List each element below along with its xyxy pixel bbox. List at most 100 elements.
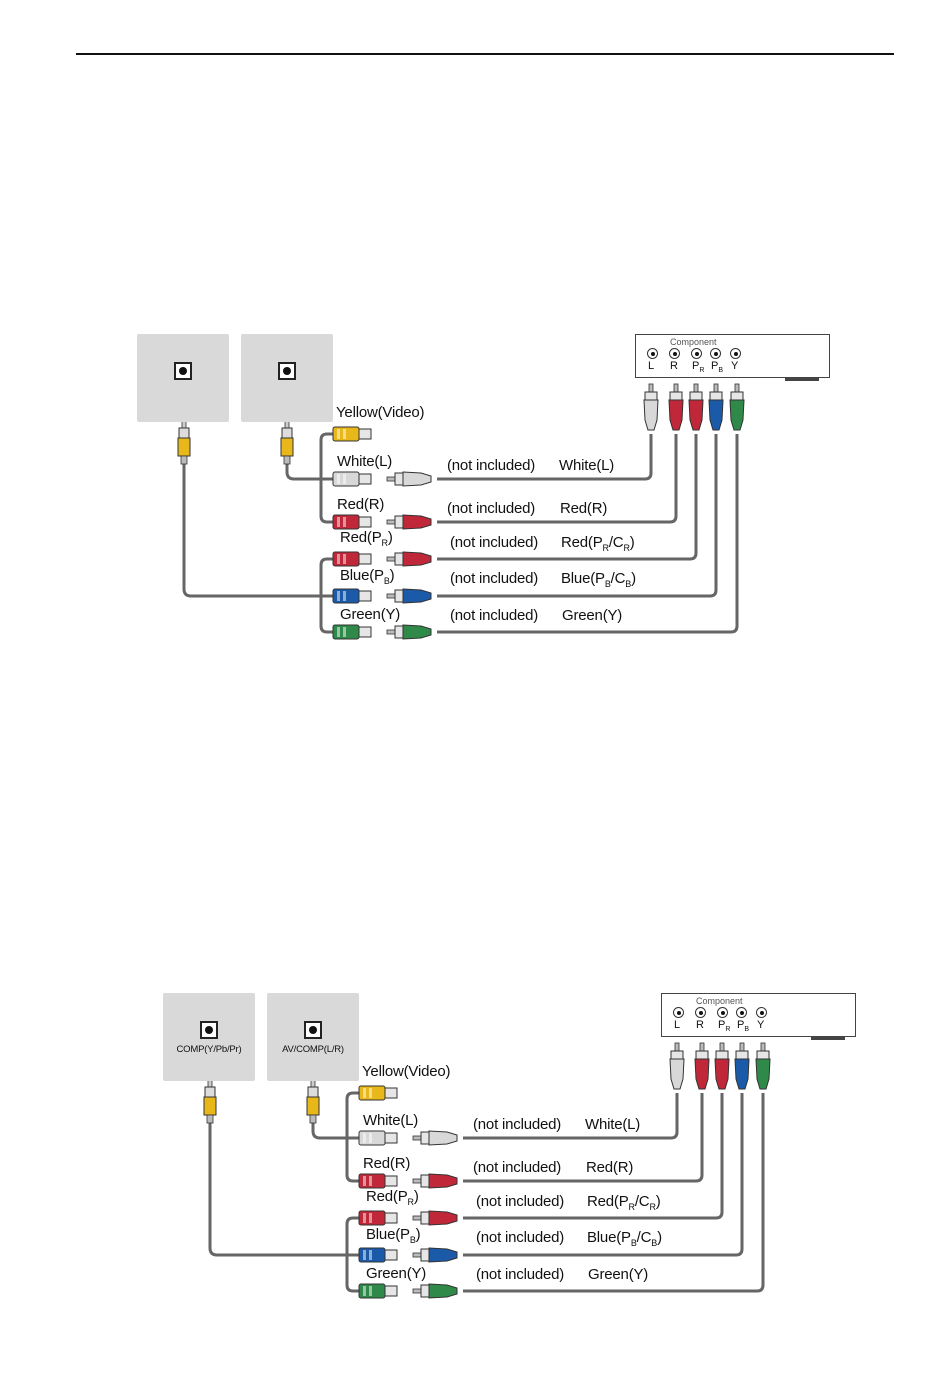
- green-left-label: Green(Y): [366, 1265, 426, 1282]
- cable-drawing: [203, 1042, 771, 1299]
- device-plug: [734, 1042, 750, 1090]
- red-right-label: Red(R): [586, 1159, 633, 1176]
- device-plug: [694, 1042, 710, 1090]
- jack-subscript: B: [744, 1026, 750, 1034]
- subscript: R: [381, 538, 389, 548]
- label-text: Red(P: [340, 529, 382, 546]
- jack-label-text: P: [711, 360, 719, 372]
- cable: [437, 434, 653, 481]
- jack-subscript: R: [725, 1026, 731, 1034]
- connector-female: [358, 1283, 398, 1299]
- connector-male: [386, 624, 432, 640]
- device-plug: [729, 383, 745, 431]
- subscript: B: [625, 579, 632, 589]
- not-included-label: (not included): [476, 1266, 564, 1283]
- label-text: Red(P: [366, 1188, 408, 1205]
- label-text: Green(Y): [588, 1266, 649, 1283]
- cable: [208, 1121, 359, 1257]
- bluepb-left-label: Blue(PB): [340, 567, 395, 586]
- label-text: Red(R): [363, 1155, 411, 1172]
- label-text: (not included): [476, 1229, 565, 1246]
- connector-male: [386, 514, 432, 530]
- label-text: ): [629, 534, 635, 551]
- not-included-label: (not included): [450, 534, 538, 551]
- label-text: (not included): [450, 607, 539, 624]
- connector-female: [332, 624, 372, 640]
- white-left-label: White(L): [337, 453, 392, 470]
- label-text: Blue(P: [561, 570, 605, 587]
- connector-male: [412, 1173, 458, 1189]
- jack-icon: [200, 1021, 218, 1039]
- label-text: Green(Y): [366, 1265, 427, 1282]
- connector-female: [332, 551, 372, 567]
- label-text: ): [631, 570, 636, 587]
- label-text: Yellow(Video): [362, 1063, 451, 1080]
- label-text: ): [413, 1188, 419, 1205]
- jack-label-text: R: [696, 1019, 704, 1031]
- label-text: Blue(P: [340, 567, 384, 584]
- green-right-label: Green(Y): [588, 1266, 648, 1283]
- header-rule: [76, 53, 894, 55]
- connector-female: [332, 514, 372, 530]
- label-text: (not included): [473, 1159, 562, 1176]
- subscript: R: [628, 1202, 636, 1212]
- subscript: B: [604, 579, 611, 589]
- cable: [463, 1093, 744, 1257]
- cable: [437, 434, 698, 561]
- subscript: R: [407, 1197, 415, 1207]
- not-included-label: (not included): [473, 1116, 561, 1133]
- red-left-label: Red(R): [363, 1155, 410, 1172]
- device-foot: [811, 1037, 845, 1040]
- panel-plug-yellow: [177, 419, 191, 465]
- connector-male: [412, 1130, 458, 1146]
- connector-male: [412, 1247, 458, 1263]
- connector-male: [386, 588, 432, 604]
- connector-male: [386, 471, 432, 487]
- subscript: B: [651, 1238, 658, 1248]
- device-foot: [785, 378, 819, 381]
- component-label: Component: [696, 996, 743, 1006]
- jack-label-text: P: [737, 1019, 745, 1031]
- cable: [463, 1093, 704, 1183]
- yellow-video-label: Yellow(Video): [362, 1063, 450, 1080]
- jack-icon: [691, 348, 702, 359]
- jack-label: PB: [737, 1019, 749, 1033]
- jack-icon: [730, 348, 741, 359]
- yellow-video-label: Yellow(Video): [336, 404, 424, 421]
- jack-label: PR: [692, 360, 704, 374]
- label-text: /C: [636, 1229, 652, 1246]
- label-text: White(L): [559, 457, 615, 474]
- connector-female: [358, 1247, 398, 1263]
- jack-icon: [673, 1007, 684, 1018]
- label-text: (not included): [450, 570, 539, 587]
- label-text: Red(R): [560, 500, 608, 517]
- cable: [319, 557, 333, 634]
- connector-male: [412, 1283, 458, 1299]
- jack-label-text: L: [648, 360, 655, 372]
- label-text: (not included): [476, 1193, 565, 1210]
- subscript: B: [409, 1235, 416, 1245]
- jack-label: PB: [711, 360, 723, 374]
- cable: [437, 434, 678, 524]
- label-text: Red(R): [337, 496, 385, 513]
- device-plug: [643, 383, 659, 431]
- input-panel-av: AV/COMP(L/R): [267, 993, 359, 1081]
- device-plug: [714, 1042, 730, 1090]
- device-plug: [708, 383, 724, 431]
- jack-icon: [756, 1007, 767, 1018]
- connector-female: [332, 471, 372, 487]
- jack-icon: [174, 362, 192, 380]
- jack-label: R: [670, 360, 678, 372]
- label-text: White(L): [337, 453, 393, 470]
- label-text: ): [655, 1193, 661, 1210]
- white-right-label: White(L): [559, 457, 614, 474]
- jack-subscript: R: [699, 367, 705, 375]
- panel-plug-yellow: [203, 1078, 217, 1124]
- jack-label-text: P: [718, 1019, 726, 1031]
- label-text: ): [387, 529, 393, 546]
- connector-female: [332, 588, 372, 604]
- subscript: R: [623, 543, 630, 553]
